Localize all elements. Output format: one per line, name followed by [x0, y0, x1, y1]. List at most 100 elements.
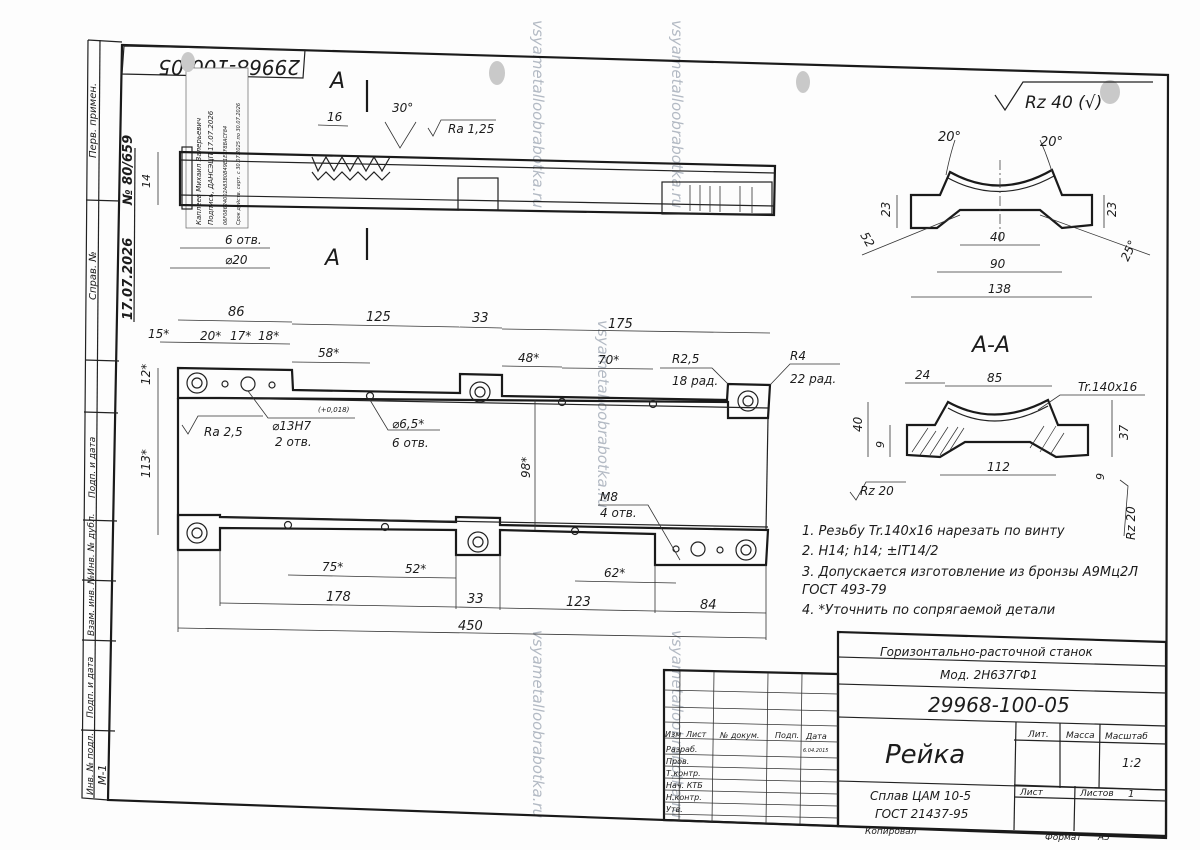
note-1: 1. Резьбу Tr.140х16 нарезать по винту: [802, 524, 1065, 539]
tb-format-value: А3: [1097, 833, 1110, 843]
dim-plan-62: 62*: [604, 566, 625, 580]
dim-plan-r4: R4: [790, 349, 806, 363]
tb-role-tkontr: Т.контр.: [666, 769, 701, 778]
section-hatch: [911, 425, 1065, 456]
dim-plan-33a: 33: [472, 311, 489, 326]
tb-list-label: Лист: [1019, 788, 1044, 798]
label-vzam-inv: Взам. инв. №: [87, 575, 97, 636]
dim-plan-15: 15*: [148, 327, 169, 341]
dim-section-24: 24: [915, 368, 930, 382]
plan-dims-vertical: 12* 113* 98*: [139, 364, 536, 535]
roughness-rz40: Rz 40 (√): [1025, 93, 1102, 113]
note-4: 4. *Уточнить по сопрягаемой детали: [802, 603, 1055, 618]
dim-plan-12: 12*: [139, 364, 153, 385]
thread-m8-count: 4 отв.: [600, 506, 637, 520]
watermark-1: vsyametalloobrabotka.ru: [529, 20, 547, 208]
tb-listov-label: Листов: [1079, 789, 1114, 799]
tb-razrab-date: 6.04.2015: [803, 748, 828, 754]
dim-plan-123: 123: [566, 595, 591, 610]
dim-top-30deg: 30°: [392, 101, 413, 115]
dim-plan-58: 58*: [318, 346, 339, 360]
thread-m8: М8: [600, 490, 618, 504]
dim-section-thread: Tr.140х16: [1078, 380, 1138, 394]
tb-role-utv: Утв.: [666, 805, 683, 814]
hole-13h7: ⌀13Н7: [272, 419, 312, 433]
tb-part-name: Рейка: [885, 740, 965, 770]
rough-top-ra125: Ra 1,25: [448, 122, 494, 136]
label-sprav-no: Справ. №: [88, 251, 99, 300]
dim-plan-r25: R2,5: [672, 352, 699, 366]
tb-format-label: Формат: [1045, 833, 1082, 843]
tb-header-dokum: № докум.: [719, 731, 759, 740]
tb-role-prov: Пров.: [666, 757, 689, 766]
dim-top-d20: ⌀20: [225, 253, 248, 267]
label-perv-primen: Перв. примен.: [88, 83, 99, 158]
tb-material-2: ГОСТ 21437-95: [875, 807, 968, 821]
dim-section-85: 85: [987, 371, 1002, 385]
plan-callouts: Ra 2,5 ⌀13Н7 (+0,018) 2 отв. ⌀6,5* 6 отв…: [181, 390, 681, 561]
watermark-3: vsyametalloobrabotka.ru: [594, 320, 612, 508]
tb-role-nkontr: Н.контр.: [666, 793, 702, 802]
label-podp-data-1: Подп. и дата: [88, 437, 98, 498]
rough-section-rz20b: Rz 20: [1124, 506, 1138, 540]
note-3b: ГОСТ 493-79: [802, 583, 887, 598]
stamp-line-1: Каплеев Михаил Валерьевич: [195, 118, 203, 225]
dim-plan-52: 52*: [405, 562, 426, 576]
tb-model: Мод. 2Н637ГФ1: [940, 668, 1038, 682]
tb-role-nachktb: Нач. КТБ: [666, 781, 703, 790]
dim-plan-70: 70*: [598, 353, 619, 367]
dim-plan-175: 175: [608, 317, 633, 332]
hole-65: ⌀6,5*: [392, 417, 424, 431]
dim-plan-17: 17*: [230, 329, 251, 343]
dim-plan-125: 125: [366, 310, 391, 325]
dim-profile-40: 40: [990, 230, 1006, 244]
dim-plan-22rad: 22 рад.: [790, 372, 836, 386]
tb-header-list: Лист: [685, 730, 707, 739]
side-labels: Перв. примен. Справ. № Подп. и дата Инв.…: [86, 83, 136, 795]
section-label: А-А: [970, 333, 1010, 358]
note-2: 2. Н14; h14; ±IT14/2: [802, 544, 939, 559]
plan-dims-top: 86 125 33 175 15* 20* 17* 18* 58* 48* 70…: [148, 305, 840, 388]
punch-holes: [181, 52, 1120, 104]
dim-section-40: 40: [851, 416, 865, 432]
watermark-group: vsyametalloobrabotka.ru vsyametalloobrab…: [529, 20, 686, 818]
dim-profile-23l: 23: [879, 202, 893, 217]
tb-material-1: Сплав ЦАМ 10-5: [870, 789, 971, 803]
dim-plan-33b: 33: [467, 592, 484, 607]
hole-65-count: 6 отв.: [392, 436, 429, 450]
dim-plan-18: 18*: [258, 329, 279, 343]
dim-top-6otv: 6 отв.: [225, 233, 262, 247]
dim-plan-86: 86: [228, 305, 245, 320]
order-number: № 80/659: [121, 135, 136, 206]
dim-plan-450: 450: [458, 619, 483, 634]
tb-sheets-total: 1: [1128, 789, 1134, 800]
view-profile: 20° 20° 23 23 52 25° 40 90 138: [857, 130, 1151, 298]
view-plan: 86 125 33 175 15* 20* 17* 18* 58* 48* 70…: [139, 305, 840, 640]
label-inv-podl: Инв. № подл.: [86, 733, 96, 795]
watermark-2: vsyametalloobrabotka.ru: [668, 20, 686, 208]
plan-holes-bottom: [186, 520, 757, 561]
title-block: Изм Лист № докум. Подп. Дата Разраб. 6.0…: [662, 630, 1168, 843]
label-podp-data-2: Подп. и дата: [86, 657, 96, 718]
dim-top-16: 16: [327, 110, 343, 124]
tb-header-podp: Подп.: [775, 731, 799, 740]
dim-plan-178: 178: [326, 590, 351, 605]
roughness-general: Rz 40 (√): [994, 81, 1153, 113]
order-date: 17.07.2026: [121, 238, 136, 320]
dim-profile-25deg: 25°: [1118, 238, 1140, 263]
stamp-line-4: Срок действ. серт. с 30.07.2025 по 30.07…: [236, 103, 242, 225]
dim-section-9r: 9: [1094, 473, 1107, 480]
dim-plan-98: 98*: [519, 457, 533, 478]
rough-plan-ra25: Ra 2,5: [204, 425, 243, 439]
dim-plan-18rad: 18 рад.: [672, 374, 718, 388]
watermark-4: vsyametalloobrabotka.ru: [529, 630, 547, 818]
tb-drawing-number: 29968-100-05: [928, 693, 1070, 717]
note-3: 3. Допускается изготовление из бронзы А9…: [802, 565, 1138, 580]
dim-section-37: 37: [1117, 424, 1131, 440]
cut-marker-bottom: А: [323, 246, 340, 271]
hole-13h7-tol: (+0,018): [318, 406, 350, 414]
dim-profile-20r: 20°: [1040, 135, 1063, 150]
dim-profile-20l: 20°: [938, 130, 961, 145]
